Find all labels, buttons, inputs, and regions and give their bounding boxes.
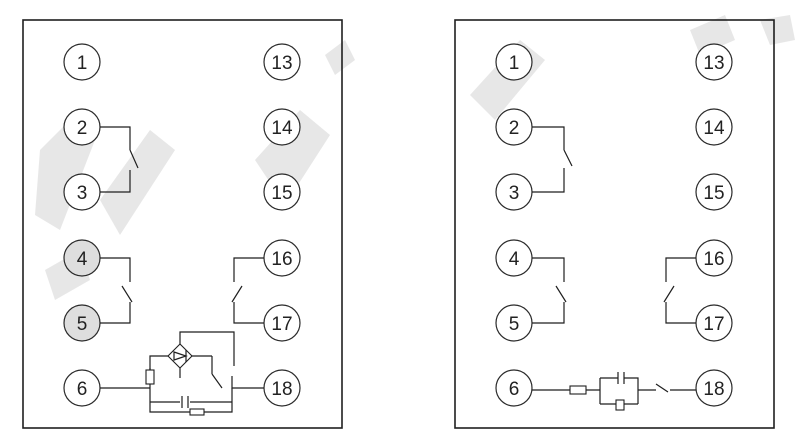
terminal-label: 13 bbox=[703, 53, 724, 74]
terminal-label: 4 bbox=[509, 249, 520, 270]
rectifier-icon bbox=[167, 343, 193, 369]
capacitor-icon bbox=[181, 396, 189, 408]
contact-2-3 bbox=[532, 126, 573, 193]
terminal-1: 1 bbox=[63, 43, 101, 81]
terminal-2: 2 bbox=[495, 108, 533, 146]
watermark bbox=[35, 15, 795, 300]
resistor-icon bbox=[569, 385, 587, 395]
terminal-1: 1 bbox=[495, 43, 533, 81]
terminal-label: 2 bbox=[509, 118, 520, 139]
terminal-5: 5 bbox=[495, 304, 533, 342]
terminal-label: 15 bbox=[703, 183, 724, 204]
terminal-label: 4 bbox=[77, 249, 88, 270]
contact-4-5 bbox=[100, 257, 133, 324]
left-diagram: 1 2 3 4 5 6 13 14 bbox=[22, 19, 343, 429]
terminal-6: 6 bbox=[495, 369, 533, 407]
terminal-label: 3 bbox=[77, 183, 88, 204]
terminal-17: 17 bbox=[263, 304, 301, 342]
contact-16-17 bbox=[663, 257, 696, 324]
terminal-3: 3 bbox=[63, 173, 101, 211]
switch-icon bbox=[655, 383, 696, 393]
terminal-label: 17 bbox=[271, 314, 292, 335]
resistor-icon bbox=[615, 399, 625, 411]
right-frame bbox=[454, 19, 775, 429]
terminal-18: 18 bbox=[695, 369, 733, 407]
terminal-14: 14 bbox=[263, 108, 301, 146]
contact-16-17 bbox=[231, 257, 264, 324]
terminal-17: 17 bbox=[695, 304, 733, 342]
terminal-3: 3 bbox=[495, 173, 533, 211]
terminal-label: 1 bbox=[509, 53, 520, 74]
terminal-16: 16 bbox=[695, 239, 733, 277]
terminal-label: 15 bbox=[271, 183, 292, 204]
terminal-13: 13 bbox=[263, 43, 301, 81]
resistor-icon bbox=[189, 408, 205, 416]
terminal-label: 16 bbox=[271, 249, 292, 270]
coil-circuit bbox=[100, 331, 264, 416]
terminal-label: 13 bbox=[271, 53, 292, 74]
terminal-4: 4 bbox=[63, 239, 101, 277]
capacitor-icon bbox=[617, 372, 625, 384]
terminal-label: 5 bbox=[509, 314, 520, 335]
terminal-15: 15 bbox=[263, 173, 301, 211]
terminal-13: 13 bbox=[695, 43, 733, 81]
terminal-6: 6 bbox=[63, 369, 101, 407]
terminal-label: 17 bbox=[703, 314, 724, 335]
terminal-label: 14 bbox=[271, 118, 293, 139]
right-diagram: 1 2 3 4 5 6 13 14 bbox=[454, 19, 775, 429]
coil-circuit bbox=[532, 372, 696, 411]
terminal-14: 14 bbox=[695, 108, 733, 146]
terminal-label: 6 bbox=[77, 379, 88, 400]
terminal-label: 16 bbox=[703, 249, 724, 270]
terminal-label: 2 bbox=[77, 118, 88, 139]
terminal-label: 1 bbox=[77, 53, 88, 74]
terminal-label: 6 bbox=[509, 379, 520, 400]
terminal-15: 15 bbox=[695, 173, 733, 211]
terminal-label: 18 bbox=[703, 379, 724, 400]
resistor-icon bbox=[145, 369, 155, 385]
contact-2-3 bbox=[100, 126, 139, 193]
terminal-4: 4 bbox=[495, 239, 533, 277]
terminal-label: 3 bbox=[509, 183, 520, 204]
left-frame bbox=[22, 19, 343, 429]
terminal-label: 18 bbox=[271, 379, 292, 400]
terminal-label: 14 bbox=[703, 118, 725, 139]
terminal-label: 5 bbox=[77, 314, 88, 335]
terminal-18: 18 bbox=[263, 369, 301, 407]
terminal-2: 2 bbox=[63, 108, 101, 146]
contact-4-5 bbox=[532, 257, 567, 324]
terminal-16: 16 bbox=[263, 239, 301, 277]
terminal-5: 5 bbox=[63, 304, 101, 342]
